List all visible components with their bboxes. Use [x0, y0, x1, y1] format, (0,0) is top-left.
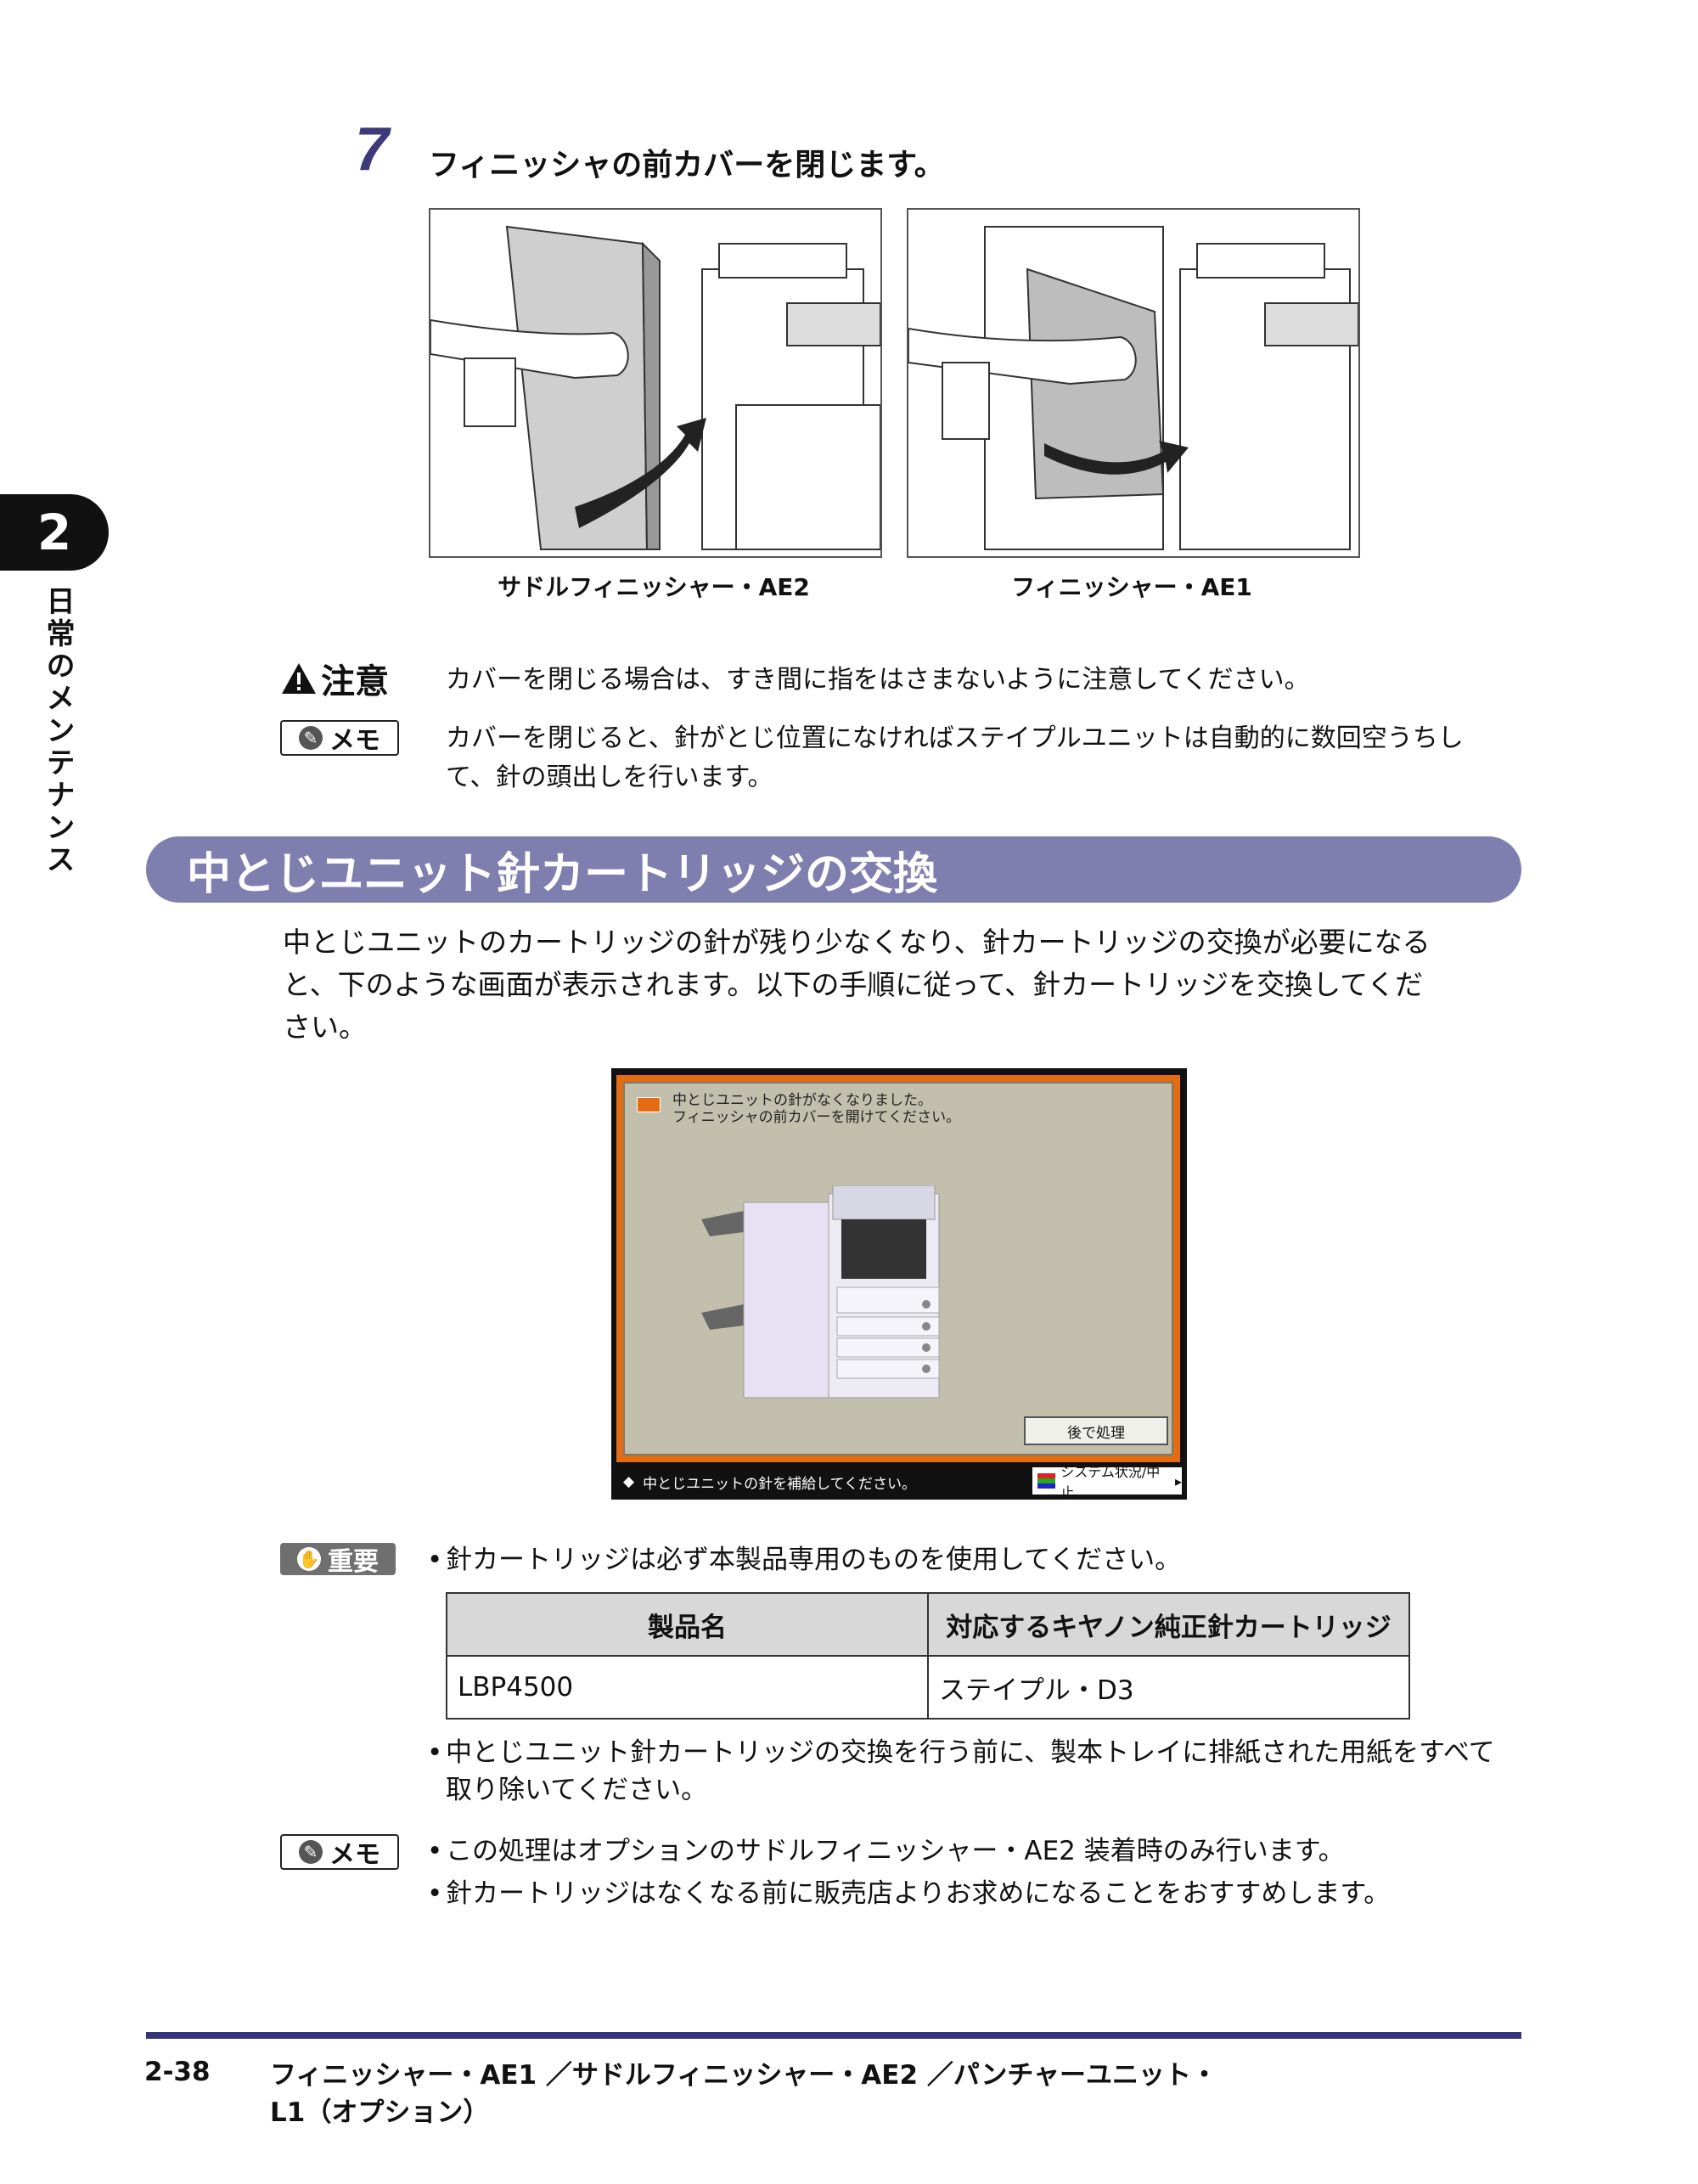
bullet-dot: •	[427, 1878, 443, 1909]
bullet-text: この処理はオプションのサドルフィニッシャー・AE2 装着時のみ行います。	[446, 1836, 1345, 1866]
bullet-text: 取り除いてください。	[446, 1775, 708, 1805]
system-status-icon	[1037, 1473, 1056, 1489]
page-number: 2-38	[144, 2057, 211, 2087]
device-screen: 中とじユニットの針がなくなりました。 フィニッシャの前カバーを開けてください。	[611, 1068, 1187, 1500]
bullet-text: 針カートリッジは必ず本製品専用のものを使用してください。	[446, 1545, 1182, 1575]
bullet-dot: •	[427, 1836, 443, 1866]
copier-illustration	[701, 1185, 940, 1399]
screen-message-line: フィニッシャの前カバーを開けてください。	[672, 1109, 961, 1126]
figure-caption-finisher: フィニッシャー・AE1	[1011, 573, 1252, 601]
table-cell: ステイプル・D3	[927, 1655, 1410, 1720]
figure-saddle-finisher	[429, 208, 882, 558]
body-line: さい。	[283, 1010, 367, 1044]
warning-icon	[282, 663, 316, 694]
system-status-button[interactable]: システム状況/中止 ▸	[1032, 1464, 1182, 1500]
body-line: と、下のような画面が表示されます。以下の手順に従って、針カートリッジを交換してく…	[283, 968, 1424, 1001]
system-status-label: システム状況/中止	[1060, 1464, 1161, 1500]
step-number: 7	[355, 115, 390, 183]
caution-label: 注意	[280, 654, 389, 703]
status-text: 中とじユニットの針を補給してください。	[643, 1475, 917, 1493]
memo-line: カバーを閉じると、針がとじ位置になければステイプルユニットは自動的に数回空うちし	[446, 723, 1464, 753]
step-text: フィニッシャの前カバーを閉じます。	[429, 148, 945, 183]
screen-alert-frame: 中とじユニットの針がなくなりました。 フィニッシャの前カバーを開けてください。	[616, 1075, 1180, 1462]
memo-bullet-2: •針カートリッジはなくなる前に販売店よりお求めになることをおすすめします。	[427, 1875, 1390, 1912]
table-header: 対応するキヤノン純正針カートリッジ	[927, 1592, 1410, 1657]
memo-badge: ✎ メモ	[280, 720, 399, 756]
later-button[interactable]: 後で処理	[1024, 1416, 1168, 1445]
important-bullet-2: •中とじユニット針カートリッジの交換を行う前に、製本トレイに排紙された用紙をすべ…	[427, 1734, 1531, 1809]
status-icon: ◆	[623, 1473, 635, 1490]
screen-status-bar: ◆ 中とじユニットの針を補給してください。	[616, 1467, 1182, 1496]
chapter-tab: 2	[0, 494, 109, 571]
alert-icon	[637, 1097, 661, 1112]
table-cell: LBP4500	[446, 1655, 929, 1720]
memo-label: メモ	[329, 1840, 380, 1870]
memo-label: メモ	[329, 726, 380, 756]
chapter-title: 日常のメンテナンス	[41, 586, 75, 876]
body-paragraph: 中とじユニットのカートリッジの針が残り少なくなり、針カートリッジの交換が必要にな…	[283, 921, 1522, 1049]
cartridge-table: 製品名 対応するキヤノン純正針カートリッジ LBP4500 ステイプル・D3	[446, 1592, 1410, 1720]
bullet-text: 中とじユニット針カートリッジの交換を行う前に、製本トレイに排紙された用紙をすべて	[446, 1737, 1495, 1768]
section-title: 中とじユニット針カートリッジの交換	[187, 848, 938, 900]
important-bullet-1: •針カートリッジは必ず本製品専用のものを使用してください。	[427, 1541, 1181, 1579]
screen-panel: 中とじユニットの針がなくなりました。 フィニッシャの前カバーを開けてください。	[623, 1082, 1173, 1455]
bullet-dot: •	[427, 1737, 443, 1768]
screen-message-line: 中とじユニットの針がなくなりました。	[672, 1092, 932, 1109]
arrow-right-icon: ▸	[1174, 1472, 1182, 1489]
footer-title-line: フィニッシャー・AE1 ／サドルフィニッシャー・AE2 ／パンチャーユニット・	[270, 2060, 1218, 2091]
pencil-icon: ✎	[299, 726, 323, 750]
caution-text: カバーを閉じる場合は、すき間に指をはさまないように注意してください。	[446, 665, 1310, 695]
body-line: 中とじユニットのカートリッジの針が残り少なくなり、針カートリッジの交換が必要にな…	[283, 926, 1431, 959]
important-label: 重要	[328, 1547, 379, 1577]
figure-caption-saddle: サドルフィニッシャー・AE2	[498, 573, 810, 601]
footer-rule	[146, 2032, 1521, 2039]
chapter-number: 2	[37, 504, 72, 561]
hand-icon: ✋	[297, 1547, 321, 1571]
important-badge: ✋ 重要	[280, 1543, 396, 1577]
memo-text: カバーを閉じると、針がとじ位置になければステイプルユニットは自動的に数回空うちし…	[446, 719, 1524, 797]
footer-title: フィニッシャー・AE1 ／サドルフィニッシャー・AE2 ／パンチャーユニット・ …	[270, 2057, 1217, 2131]
memo-badge: ✎ メモ	[280, 1834, 399, 1870]
bullet-text: 針カートリッジはなくなる前に販売店よりお求めになることをおすすめします。	[446, 1878, 1391, 1909]
footer-title-line: L1（オプション）	[270, 2097, 490, 2128]
bullet-dot: •	[427, 1545, 443, 1575]
table-row: LBP4500 ステイプル・D3	[446, 1655, 1410, 1720]
memo-line: て、針の頭出しを行います。	[446, 763, 773, 792]
table-header-row: 製品名 対応するキヤノン純正針カートリッジ	[446, 1592, 1410, 1657]
pencil-icon: ✎	[299, 1840, 323, 1864]
figure-saddle-finisher-illustration	[430, 225, 880, 550]
table-header: 製品名	[446, 1592, 929, 1657]
section-heading: 中とじユニット針カートリッジの交換	[146, 836, 1521, 903]
figure-finisher-illustration	[908, 226, 1358, 550]
memo-bullet-1: •この処理はオプションのサドルフィニッシャー・AE2 装着時のみ行います。	[427, 1832, 1345, 1870]
figure-finisher	[907, 208, 1360, 558]
screen-message: 中とじユニットの針がなくなりました。 フィニッシャの前カバーを開けてください。	[672, 1092, 960, 1126]
caution-label-text: 注意	[321, 662, 389, 701]
